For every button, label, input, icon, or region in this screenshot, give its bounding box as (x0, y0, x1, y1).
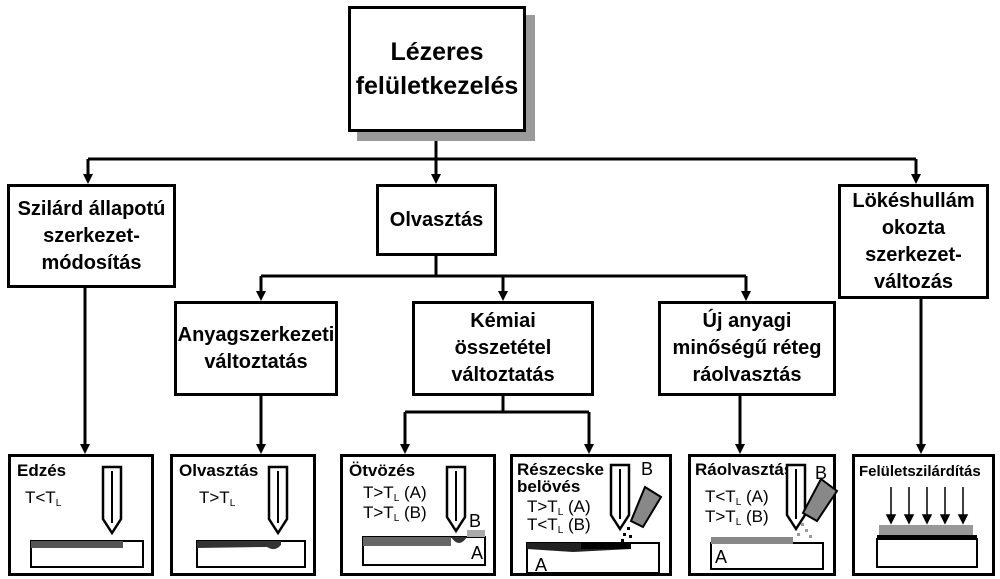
melting-node: Olvasztás (376, 184, 497, 256)
powder-label-b: B (641, 459, 654, 479)
panel-title: Ráolvasztás (695, 460, 794, 479)
particle-injection-sketch (526, 463, 663, 574)
panel-title: Felületszilárdítás (859, 463, 981, 480)
root-node: Lézeres felületkezelés (348, 6, 526, 132)
particle-injection-panel: Részecske belövés T>TL (A) T<TL (B) B A (510, 454, 672, 576)
shockwave-node: Lökéshullám okozta szerkezet- változás (838, 184, 989, 299)
substrate-label-a: A (471, 543, 484, 563)
temperature-condition-b: T<TL (B) (527, 515, 591, 536)
temperature-condition-b: T>TL (B) (363, 503, 427, 524)
temperature-condition-a: T>TL (A) (363, 483, 427, 504)
substrate-label-a: A (715, 547, 728, 567)
panel-title: Részecske belövés (517, 460, 604, 496)
temperature-condition: T>TL (199, 488, 236, 509)
temperature-condition-a: T<TL (A) (705, 487, 769, 508)
pressure-arrows-icon (885, 487, 969, 525)
solid-state-node: Szilárd állapotú szerkezet- módosítás (7, 184, 176, 288)
layer-label-b: B (469, 511, 482, 531)
panel-title: Edzés (17, 461, 67, 480)
hardening-panel: Edzés T<TL (8, 454, 154, 576)
surface-hardening-panel: Felületszilárdítás (852, 454, 995, 576)
melting-sketch (196, 465, 306, 568)
chemical-composition-node: Kémiai összetétel változtatás (412, 301, 594, 396)
shock-peening-sketch (876, 487, 978, 568)
substrate-label-a: A (535, 555, 548, 575)
panel-title: Olvasztás (179, 461, 259, 480)
powder-label-b: B (815, 463, 828, 483)
melting-panel: Olvasztás T>TL (170, 454, 316, 576)
cladding-sketch (710, 463, 839, 570)
temperature-condition-a: T>TL (A) (527, 497, 591, 518)
material-structure-node: Anyagszerkezeti változtatás (174, 301, 338, 396)
panel-title: Ötvözés (349, 461, 416, 480)
powder-nozzle-icon (801, 477, 839, 523)
powder-nozzle-icon (629, 485, 663, 529)
alloying-panel: Ötvözés T>TL (A) T>TL (B) B A (340, 454, 496, 576)
new-layer-node: Új anyagi minőségű réteg ráolvasztás (658, 301, 836, 396)
temperature-condition: T<TL (25, 488, 62, 509)
cladding-panel: Ráolvasztás T<TL (A) T>TL (B) B A (688, 454, 839, 576)
temperature-condition-b: T>TL (B) (705, 507, 769, 528)
alloying-sketch (362, 465, 486, 566)
hardening-sketch (30, 465, 144, 568)
